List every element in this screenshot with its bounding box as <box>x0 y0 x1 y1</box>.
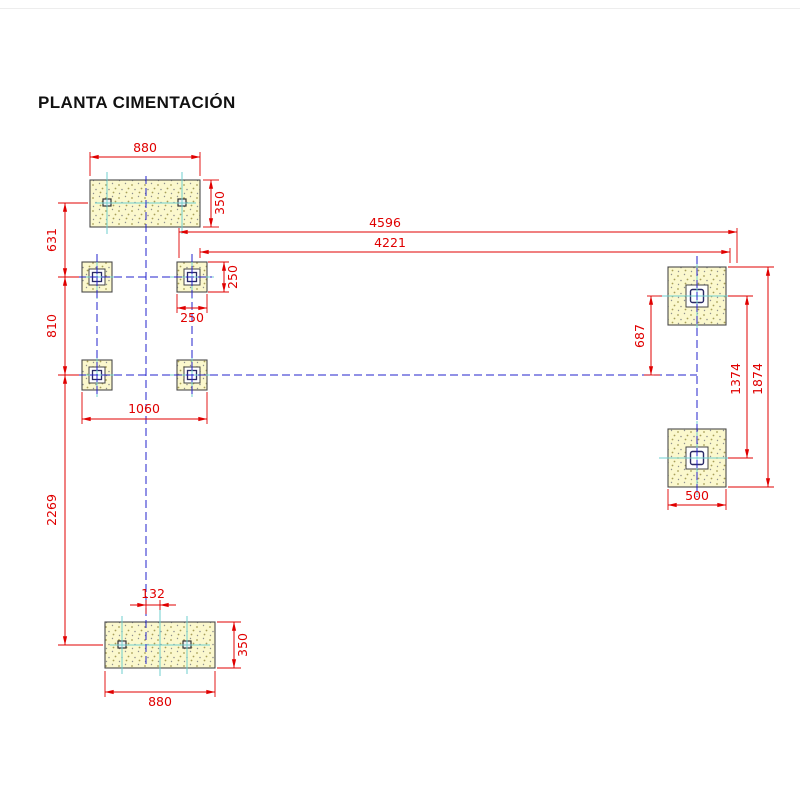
axis-lines <box>78 176 698 668</box>
dim-label-880-bottom: 880 <box>148 694 172 709</box>
dim-label-350-top: 350 <box>212 191 227 215</box>
dim-label-4221: 4221 <box>374 235 406 250</box>
dim-label-631: 631 <box>44 228 59 252</box>
dim-250-horizontal: 250 <box>176 294 208 325</box>
dim-label-500: 500 <box>685 488 709 503</box>
dim-880-top: 880 <box>89 140 201 176</box>
dim-687: 687 <box>632 295 662 376</box>
dim-350-top: 350 <box>203 179 227 228</box>
dim-250-vertical: 250 <box>208 261 240 293</box>
dim-500: 500 <box>667 488 727 510</box>
dim-132: 132 <box>130 586 176 614</box>
dim-label-350-bottom: 350 <box>235 633 250 657</box>
dim-label-1374: 1374 <box>728 363 743 395</box>
dim-label-1874: 1874 <box>750 363 765 395</box>
dim-2269: 2269 <box>44 374 103 646</box>
dim-631: 631 <box>44 202 88 278</box>
drawing-title: PLANTA CIMENTACIÓN <box>38 93 236 112</box>
dim-label-1060: 1060 <box>128 401 160 416</box>
dim-4221: 4221 <box>199 235 731 263</box>
dim-350-bottom: 350 <box>217 621 250 669</box>
dim-1874: 1874 <box>728 266 774 488</box>
dim-880-bottom: 880 <box>104 671 216 709</box>
dim-label-810: 810 <box>44 314 59 338</box>
dim-label-250-h: 250 <box>180 310 204 325</box>
dim-label-687: 687 <box>632 324 647 348</box>
top-divider <box>0 8 800 9</box>
dim-label-2269: 2269 <box>44 494 59 526</box>
dimensions: 880 350 631 810 22 <box>44 140 774 709</box>
dim-label-132: 132 <box>141 586 165 601</box>
dim-label-250-v: 250 <box>225 265 240 289</box>
dim-1060: 1060 <box>81 392 208 424</box>
dim-810: 810 <box>44 276 79 376</box>
dim-label-880-top: 880 <box>133 140 157 155</box>
dim-1374: 1374 <box>728 295 753 459</box>
dim-4596: 4596 <box>178 215 738 263</box>
dim-label-4596: 4596 <box>369 215 401 230</box>
